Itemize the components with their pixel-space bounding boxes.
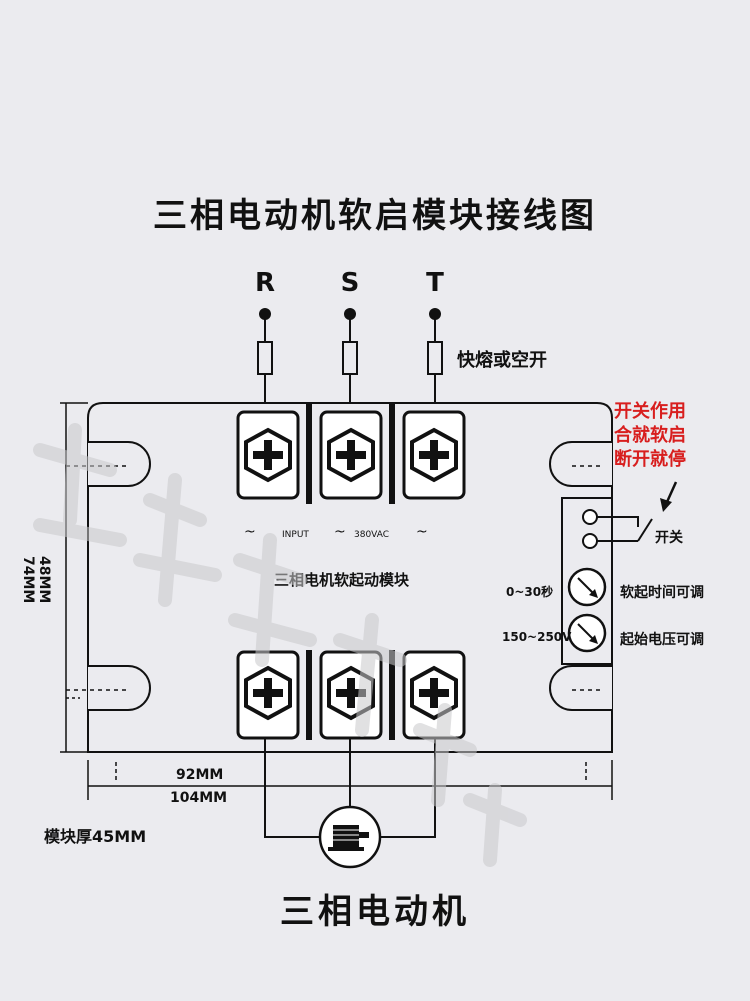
phase-r-dot — [259, 308, 271, 320]
module-thickness: 模块厚45MM — [44, 827, 147, 846]
motor-label: 三相电动机 — [280, 892, 470, 932]
tilde-3: ~ — [416, 524, 428, 540]
tilde-2: ~ — [334, 524, 346, 540]
mount-slot-bottom-left — [88, 665, 151, 711]
switch-note-line-3: 断开就停 — [614, 449, 686, 470]
terminal-bottom-1 — [236, 650, 300, 740]
tilde-1: ~ — [244, 524, 256, 540]
terminal-top-1 — [236, 410, 300, 500]
switch-label: 开关 — [655, 530, 683, 546]
terminal-top-2 — [319, 410, 383, 500]
phase-label-r: R — [254, 268, 276, 298]
diagram-title: 三相电动机软启模块接线图 — [153, 196, 597, 236]
motor-icon — [318, 805, 382, 869]
module-name: 三相电机软起动模块 — [274, 571, 410, 589]
switch-note-line-2: 合就软启 — [614, 425, 686, 446]
switch-wiring — [597, 516, 653, 542]
control-panel — [561, 497, 613, 665]
terminal-bottom-2 — [319, 650, 383, 740]
fuse-t — [427, 341, 443, 375]
mount-slot-top-left — [88, 441, 151, 487]
start-voltage-label: 起始电压可调 — [620, 632, 704, 648]
soft-start-label: 软起时间可调 — [620, 585, 704, 601]
phase-s-dot — [344, 308, 356, 320]
input-label: INPUT — [282, 530, 309, 540]
dimension-height-outer: 74MM — [20, 556, 36, 604]
top-terminals — [236, 410, 466, 500]
switch-note: 开关作用 合就软启 断开就停 — [614, 400, 686, 472]
start-voltage-range: 150~250V — [502, 630, 572, 644]
terminal-bottom-3 — [402, 650, 466, 740]
voltage-label: 380VAC — [354, 530, 390, 540]
switch-terminal-1 — [582, 509, 598, 525]
input-terminals-dots — [259, 308, 441, 320]
bottom-terminals — [236, 650, 466, 740]
switch-note-line-1: 开关作用 — [614, 401, 686, 422]
phase-t-dot — [429, 308, 441, 320]
fuses — [257, 341, 443, 375]
soft-start-range: 0~30秒 — [506, 585, 554, 599]
mount-slot-bottom-right — [549, 665, 612, 711]
switch-terminal-2 — [582, 533, 598, 549]
phase-label-s: S — [340, 268, 360, 298]
terminal-top-3 — [402, 410, 466, 500]
mount-slot-top-right — [549, 441, 612, 487]
phase-label-t: T — [426, 268, 444, 298]
fuse-label: 快熔或空开 — [457, 350, 547, 371]
dimension-height-inner: 48MM — [36, 556, 52, 604]
dimension-width-outer: 104MM — [170, 790, 228, 806]
fuse-s — [342, 341, 358, 375]
note-arrow — [660, 481, 678, 512]
dimension-width-inner: 92MM — [176, 767, 224, 783]
fuse-r — [257, 341, 273, 375]
